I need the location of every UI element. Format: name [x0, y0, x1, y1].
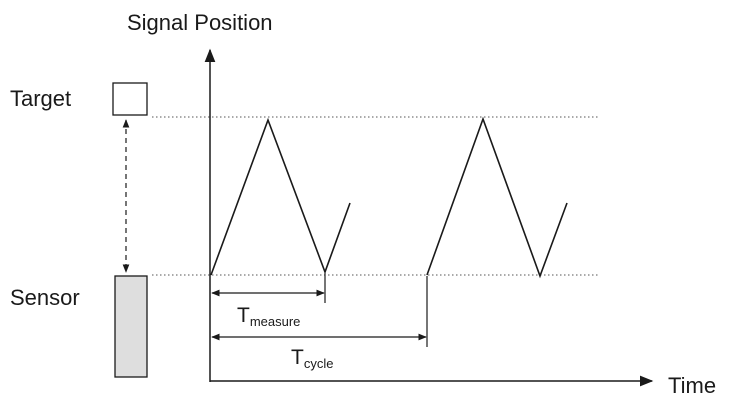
- target-label: Target: [10, 86, 71, 111]
- sensor-label: Sensor: [10, 285, 80, 310]
- signal-wave-cycle-1: [210, 117, 351, 276]
- x-axis-title: Time: [668, 373, 716, 398]
- t-cycle-label: Tcycle: [291, 346, 333, 371]
- t-measure-label: Tmeasure: [237, 304, 300, 329]
- y-axis-title: Signal Position: [127, 10, 273, 35]
- target-box: [112, 82, 148, 116]
- sensor-block: [114, 275, 148, 378]
- signal-wave-cycle-2: [426, 116, 568, 279]
